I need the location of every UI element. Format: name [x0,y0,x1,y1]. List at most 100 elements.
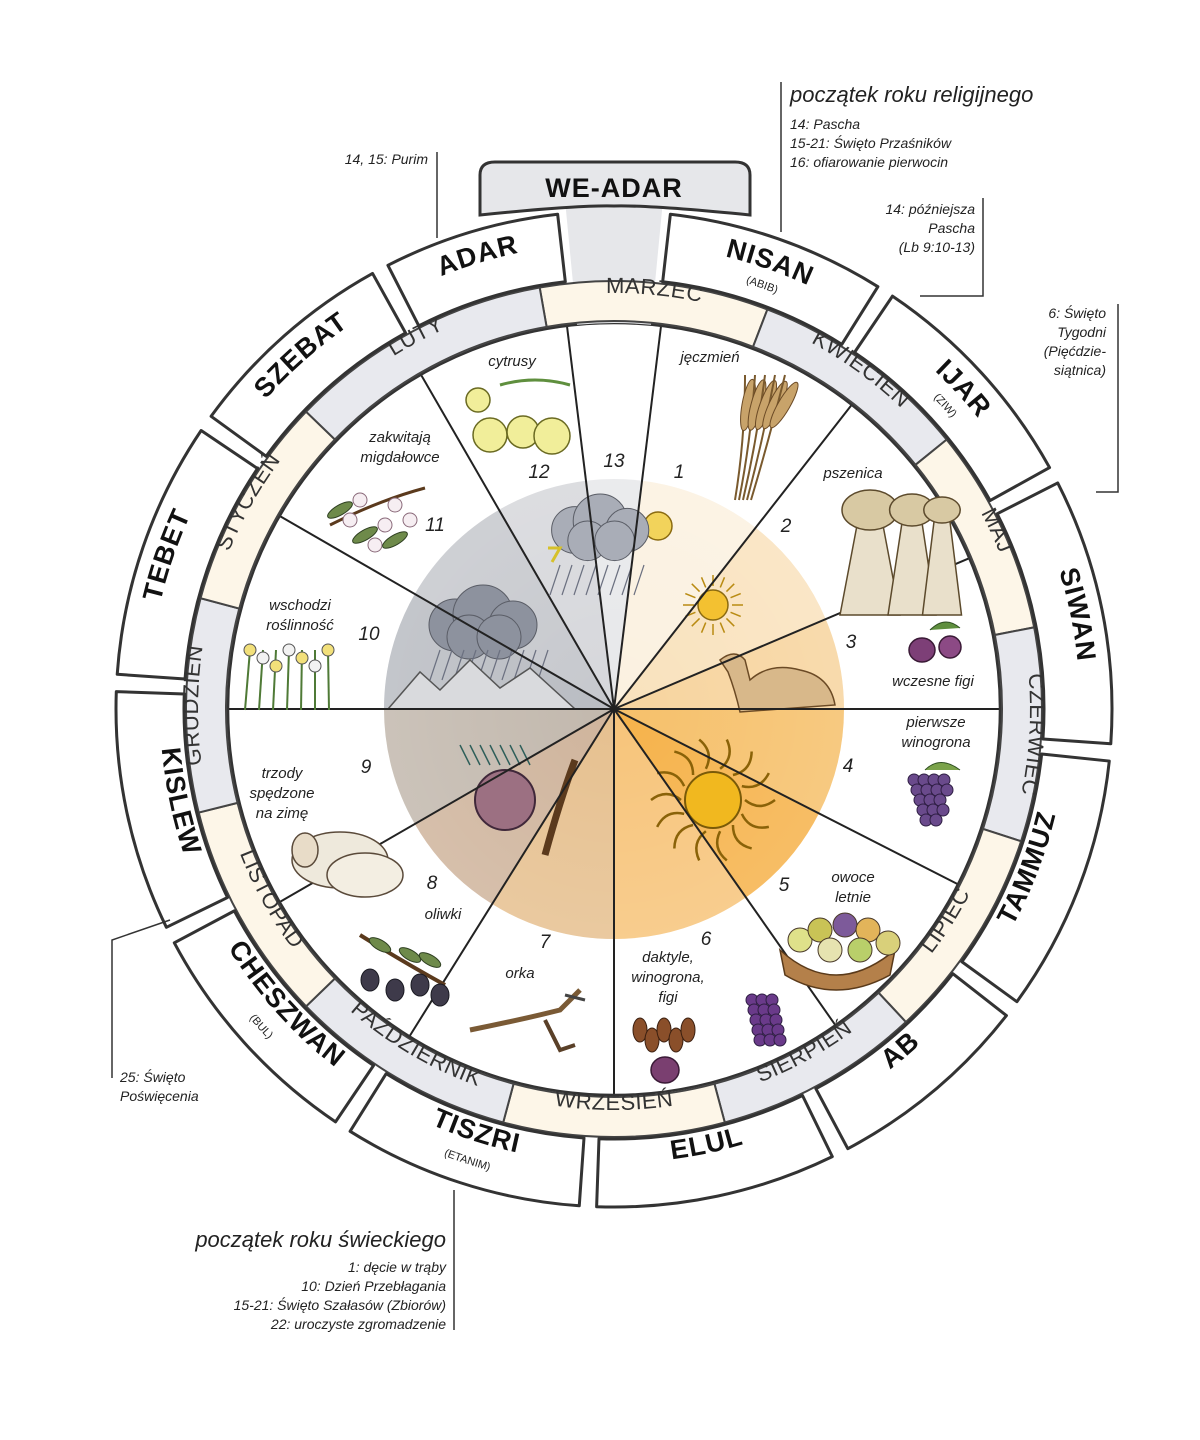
segment-label: jęczmień [678,349,739,366]
segment-number: 2 [780,516,792,537]
segment-number: 13 [603,451,625,472]
hebrew-month-cell [172,909,376,1124]
harvest-segment-1: 1 jęczmień [674,349,740,483]
segment-label: winogrona, [631,969,704,986]
month-divider [408,708,615,1037]
plow-icon [469,988,586,1053]
month-dividers [226,321,1002,1097]
dedication-note: Poświęcenia [120,1088,199,1104]
segment-number: 1 [674,462,685,483]
segment-label: spędzone [249,785,314,802]
religious-year-note: 15-21: Święto Przaśników [790,134,952,151]
month-divider [565,325,615,710]
leader-line [111,919,171,1078]
harvest-segment-2: 2 pszenica [780,465,883,537]
hot-sun-icon [650,738,776,862]
segment-number: 7 [540,932,552,953]
hebrew-month-cell [209,271,408,458]
segment-label: orka [505,965,534,982]
hebrew-month-cell [115,429,260,681]
almond-blossom-icon [327,486,426,553]
segment-number: 5 [779,875,790,896]
hebrew-month-cell [348,1072,586,1208]
pomegranate-branch-icon [459,744,579,856]
hebrew-month-cell [114,690,230,929]
hebrew-month-cell [814,972,1008,1151]
segment-number: 10 [358,624,380,645]
secular-year-title: początek roku świeckiego [194,1227,446,1252]
snowy-mountain-icon [386,584,577,710]
harvest-segment-13: 13 [603,451,625,472]
leader-line [920,198,984,297]
segment-number: 9 [361,757,372,778]
segment-number: 11 [425,515,445,536]
month-divider [613,708,959,886]
segment-label: wschodzi [269,597,331,614]
hebrew-month-cell [960,752,1111,1004]
segment-label: oliwki [425,906,462,923]
sheep-icon [291,831,404,898]
segment-label: owoce [831,869,874,886]
weeks-note: (Pięćdzie- [1044,343,1107,359]
religious-year-note: 14: Pascha [790,116,860,132]
secular-year-note: 1: dęcie w trąby [348,1259,447,1275]
later-passover-note: (Lb 9:10-13) [899,239,975,255]
weeks-note: 6: Święto [1048,304,1106,321]
harvest-segment-12: 12 cytrusy [488,353,550,483]
flowers-icon [243,643,335,711]
religious-year-note: 16: ofiarowanie pierwocin [790,154,948,170]
segment-label: migdałowce [360,449,439,466]
segment-number: 3 [846,632,857,653]
segment-label: pszenica [822,465,882,482]
segment-label: letnie [835,889,871,906]
grapes-icon [907,762,961,827]
hebrew-month-cell [852,294,1052,503]
later-passover-note: Pascha [928,220,975,236]
segment-label: cytrusy [488,353,537,370]
later-passover-note: 14: późniejsza [885,201,975,217]
olives-icon [358,933,450,1007]
barley-icon [734,374,799,501]
segment-label: figi [658,989,678,1006]
month-divider [613,325,663,710]
segment-label: roślinność [266,617,334,634]
segment-label: winogrona [901,734,970,751]
hebrew-month-cell [661,212,880,346]
dates-grapes-figs-icon [632,993,787,1084]
weeks-note: siątnica) [1054,362,1106,378]
religious-year-title: początek roku religijnego [789,82,1033,107]
weeks-note: Tygodni [1057,324,1107,340]
hebrew-month-cell [386,212,567,328]
leader-line [1096,304,1119,493]
festival-notes: początek roku religijnego 14: Pascha 15-21… [111,82,1119,1332]
harvest-illustrations [243,374,963,1084]
hebrew-month-cell [595,1093,834,1209]
segment-number: 8 [427,873,438,894]
harvest-segment-8: 8 oliwki [425,873,462,923]
segment-label: pierwsze [905,714,965,731]
fruit-basket-icon [778,912,901,991]
we-adar-tab: WE-ADAR [478,160,752,217]
segment-label: zakwitają [368,429,431,446]
harvest-segment-9: 9 trzody spędzone na zimę [249,757,371,822]
segment-label: na zimę [256,805,309,822]
purim-note: 14, 15: Purim [345,151,429,167]
harvest-segment-5: 5 owoce letnie [779,869,875,906]
segment-number: 6 [701,929,712,950]
figs-icon [908,621,962,663]
sun-icon [683,575,743,635]
hebrew-month-cell [995,481,1114,746]
segment-number: 12 [528,462,550,483]
gregorian-month-label: WRZESIEŃ [553,1086,674,1115]
we-adar-label: WE-ADAR [545,173,682,203]
rain-cloud-sun-icon [548,493,673,596]
harvest-segment-7: 7 orka [505,932,551,982]
season-disc [384,479,844,939]
segment-label: trzody [262,765,304,782]
secular-year-note: 10: Dzień Przebłagania [301,1278,446,1294]
